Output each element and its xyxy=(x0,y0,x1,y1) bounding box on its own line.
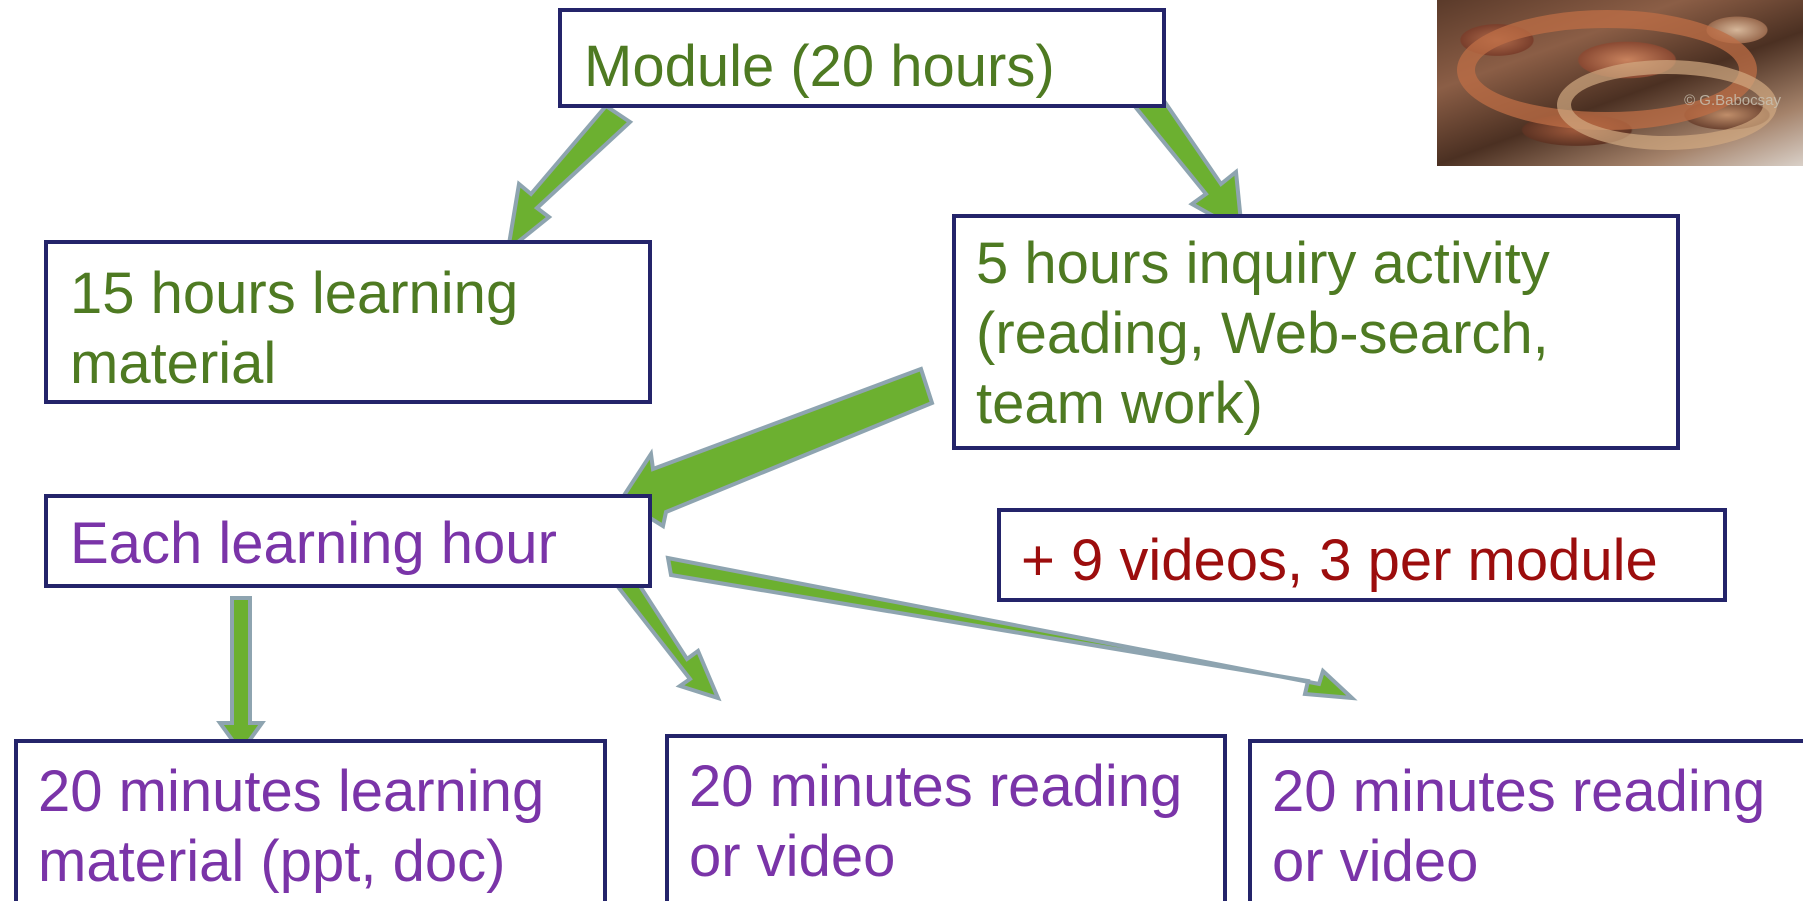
inquiry-activity-box: 5 hours inquiry activity (reading, Web-s… xyxy=(952,214,1680,450)
slot-3-box: 20 minutes reading or video xyxy=(1248,739,1803,901)
learning-material-box-text: 15 hours learning material xyxy=(70,261,519,396)
videos-box-text: + 9 videos, 3 per module xyxy=(1021,528,1658,593)
arrow-learning-hour-to-slot-1 xyxy=(216,596,266,756)
slot-2-box: 20 minutes reading or video xyxy=(665,734,1227,901)
arrow-module-to-learning-material xyxy=(505,103,634,255)
inquiry-activity-box-text: 5 hours inquiry activity (reading, Web-s… xyxy=(976,231,1550,436)
photo-credit: © G.Babocsay xyxy=(1684,92,1781,109)
videos-box: + 9 videos, 3 per module xyxy=(997,508,1727,602)
snake-photo: © G.Babocsay xyxy=(1437,0,1803,166)
module-box-text: Module (20 hours) xyxy=(584,34,1055,99)
arrow-inquiry-to-learning-hour xyxy=(618,366,935,530)
slot-3-box-text: 20 minutes reading or video xyxy=(1272,759,1766,894)
slot-1-box: 20 minutes learning material (ppt, doc) xyxy=(14,739,607,901)
learning-hour-box: Each learning hour xyxy=(44,494,652,588)
slot-2-box-text: 20 minutes reading or video xyxy=(689,754,1183,889)
arrow-learning-hour-to-slot-3 xyxy=(665,555,1358,701)
module-box: Module (20 hours) xyxy=(558,8,1166,108)
learning-material-box: 15 hours learning material xyxy=(44,240,652,404)
learning-hour-box-text: Each learning hour xyxy=(70,511,557,576)
slot-1-box-text: 20 minutes learning material (ppt, doc) xyxy=(38,759,545,894)
